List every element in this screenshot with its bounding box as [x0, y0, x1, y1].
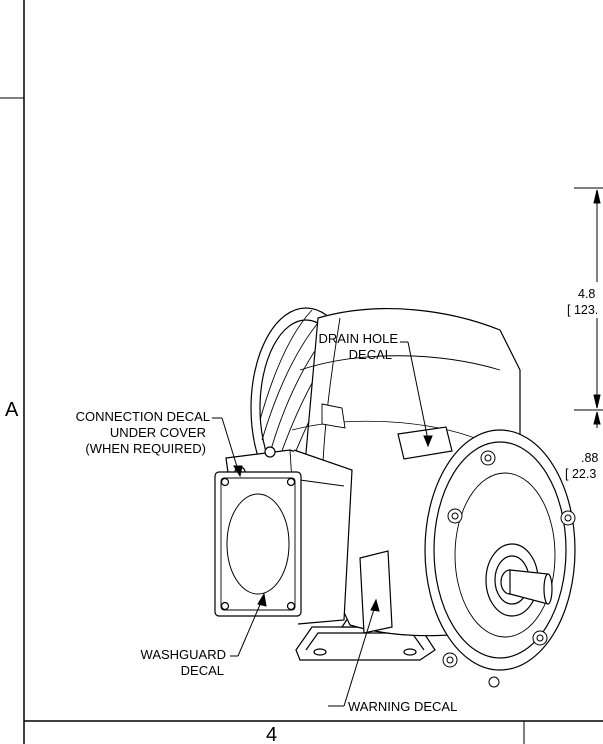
conduit-box-cover	[214, 471, 302, 617]
svg-text:DRAIN HOLE: DRAIN HOLE	[319, 331, 399, 346]
lifting-rib	[321, 403, 346, 429]
end-bell-bolts	[442, 450, 576, 688]
svg-text:CONNECTION DECAL: CONNECTION DECAL	[76, 409, 210, 424]
svg-text:WASHGUARD: WASHGUARD	[141, 647, 226, 662]
svg-text:DECAL: DECAL	[181, 663, 224, 678]
warning-decal-plate	[359, 550, 393, 634]
svg-text:(WHEN REQUIRED): (WHEN REQUIRED)	[85, 441, 206, 456]
motor-shaft-assembly	[485, 543, 553, 617]
dim-height-mm: [ 123.	[567, 303, 598, 317]
callout-washguard: WASHGUARD DECAL	[141, 647, 226, 678]
callout-warning: WARNING DECAL	[348, 699, 457, 714]
callout-drain-hole: DRAIN HOLE DECAL	[319, 331, 399, 362]
dim-height-inch: 4.8	[578, 287, 595, 301]
dim-shaft-inch: .88	[581, 451, 598, 465]
svg-text:UNDER COVER: UNDER COVER	[110, 425, 206, 440]
motor-illustration	[214, 307, 576, 688]
callout-leaders	[212, 341, 433, 707]
svg-text:WARNING DECAL: WARNING DECAL	[348, 699, 457, 714]
dimension-vertical	[574, 187, 603, 428]
callout-connection: CONNECTION DECAL UNDER COVER (WHEN REQUI…	[76, 409, 210, 456]
zone-col-label: 4	[266, 724, 277, 744]
svg-text:DECAL: DECAL	[349, 347, 392, 362]
dim-shaft-mm: [ 22.3	[565, 467, 596, 481]
zone-row-label: A	[5, 399, 19, 421]
drain-hole-decal-plate	[397, 426, 453, 460]
